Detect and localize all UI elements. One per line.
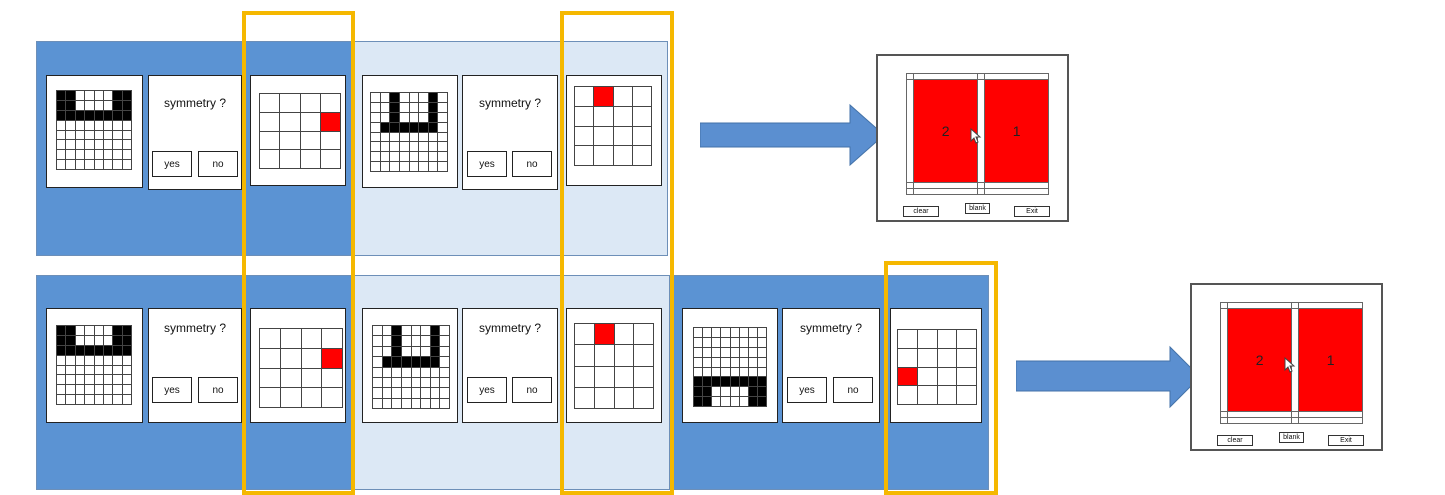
location-grid-card: [250, 75, 346, 186]
symmetry-question-card: symmetry ? yes no: [462, 308, 558, 423]
location-highlight-frame: [884, 261, 998, 495]
location-grid-card: [250, 308, 346, 423]
symmetry-question: symmetry ?: [163, 96, 226, 110]
symmetry-pattern-card: [362, 75, 458, 188]
recall-cell-second[interactable]: 2: [913, 79, 978, 183]
location-grid: [897, 329, 977, 405]
mouse-cursor-icon: [970, 128, 982, 144]
location-grid: [574, 322, 654, 410]
blank-button[interactable]: blank: [1279, 432, 1304, 443]
location-grid-card: [566, 75, 662, 186]
location-grid-card: [566, 308, 662, 423]
exit-button[interactable]: Exit: [1014, 206, 1050, 217]
right-arrow-icon: [700, 103, 885, 167]
yes-button[interactable]: yes: [152, 151, 192, 177]
symmetry-pattern-card: [46, 308, 143, 423]
no-button[interactable]: no: [833, 377, 873, 403]
symmetry-pattern-grid: [372, 324, 450, 410]
symmetry-pattern-grid: [55, 90, 133, 170]
recall-cell-second[interactable]: 2: [1227, 308, 1292, 412]
symmetry-question: symmetry ?: [799, 321, 862, 335]
target-square: [321, 347, 343, 369]
symmetry-pattern-grid: [370, 92, 448, 172]
symmetry-question: symmetry ?: [478, 321, 541, 335]
clear-button[interactable]: clear: [1217, 435, 1253, 446]
clear-button[interactable]: clear: [903, 206, 939, 217]
no-button[interactable]: no: [512, 377, 552, 403]
location-grid: [258, 93, 342, 169]
yes-button[interactable]: yes: [467, 151, 507, 177]
yes-button[interactable]: yes: [152, 377, 192, 403]
recall-cell-first[interactable]: 1: [984, 79, 1049, 183]
symmetry-question-card: symmetry ? yes no: [148, 308, 242, 423]
symmetry-pattern-card: [46, 75, 143, 188]
right-arrow-icon: [1016, 345, 1201, 409]
location-grid-card: [890, 308, 982, 423]
symmetry-question: symmetry ?: [478, 96, 541, 110]
symmetry-question-card: symmetry ? yes no: [148, 75, 242, 190]
yes-button[interactable]: yes: [467, 377, 507, 403]
symmetry-pattern-card: [362, 308, 458, 423]
symmetry-question-card: symmetry ? yes no: [782, 308, 880, 423]
symmetry-pattern-card: [682, 308, 778, 423]
location-highlight-frame: [560, 11, 674, 495]
exit-button[interactable]: Exit: [1328, 435, 1364, 446]
symmetry-question-card: symmetry ? yes no: [462, 75, 558, 190]
location-highlight-frame: [242, 11, 355, 495]
no-button[interactable]: no: [512, 151, 552, 177]
yes-button[interactable]: yes: [787, 377, 827, 403]
symmetry-pattern-grid: [692, 327, 768, 407]
mouse-cursor-icon: [1284, 357, 1296, 373]
target-square: [593, 322, 615, 346]
symmetry-pattern-grid: [55, 325, 133, 405]
symmetry-question: symmetry ?: [163, 321, 226, 335]
recall-cell-first[interactable]: 1: [1298, 308, 1363, 412]
no-button[interactable]: no: [198, 377, 238, 403]
no-button[interactable]: no: [198, 151, 238, 177]
blank-button[interactable]: blank: [965, 203, 990, 214]
location-grid: [573, 86, 653, 166]
location-grid: [259, 328, 343, 408]
